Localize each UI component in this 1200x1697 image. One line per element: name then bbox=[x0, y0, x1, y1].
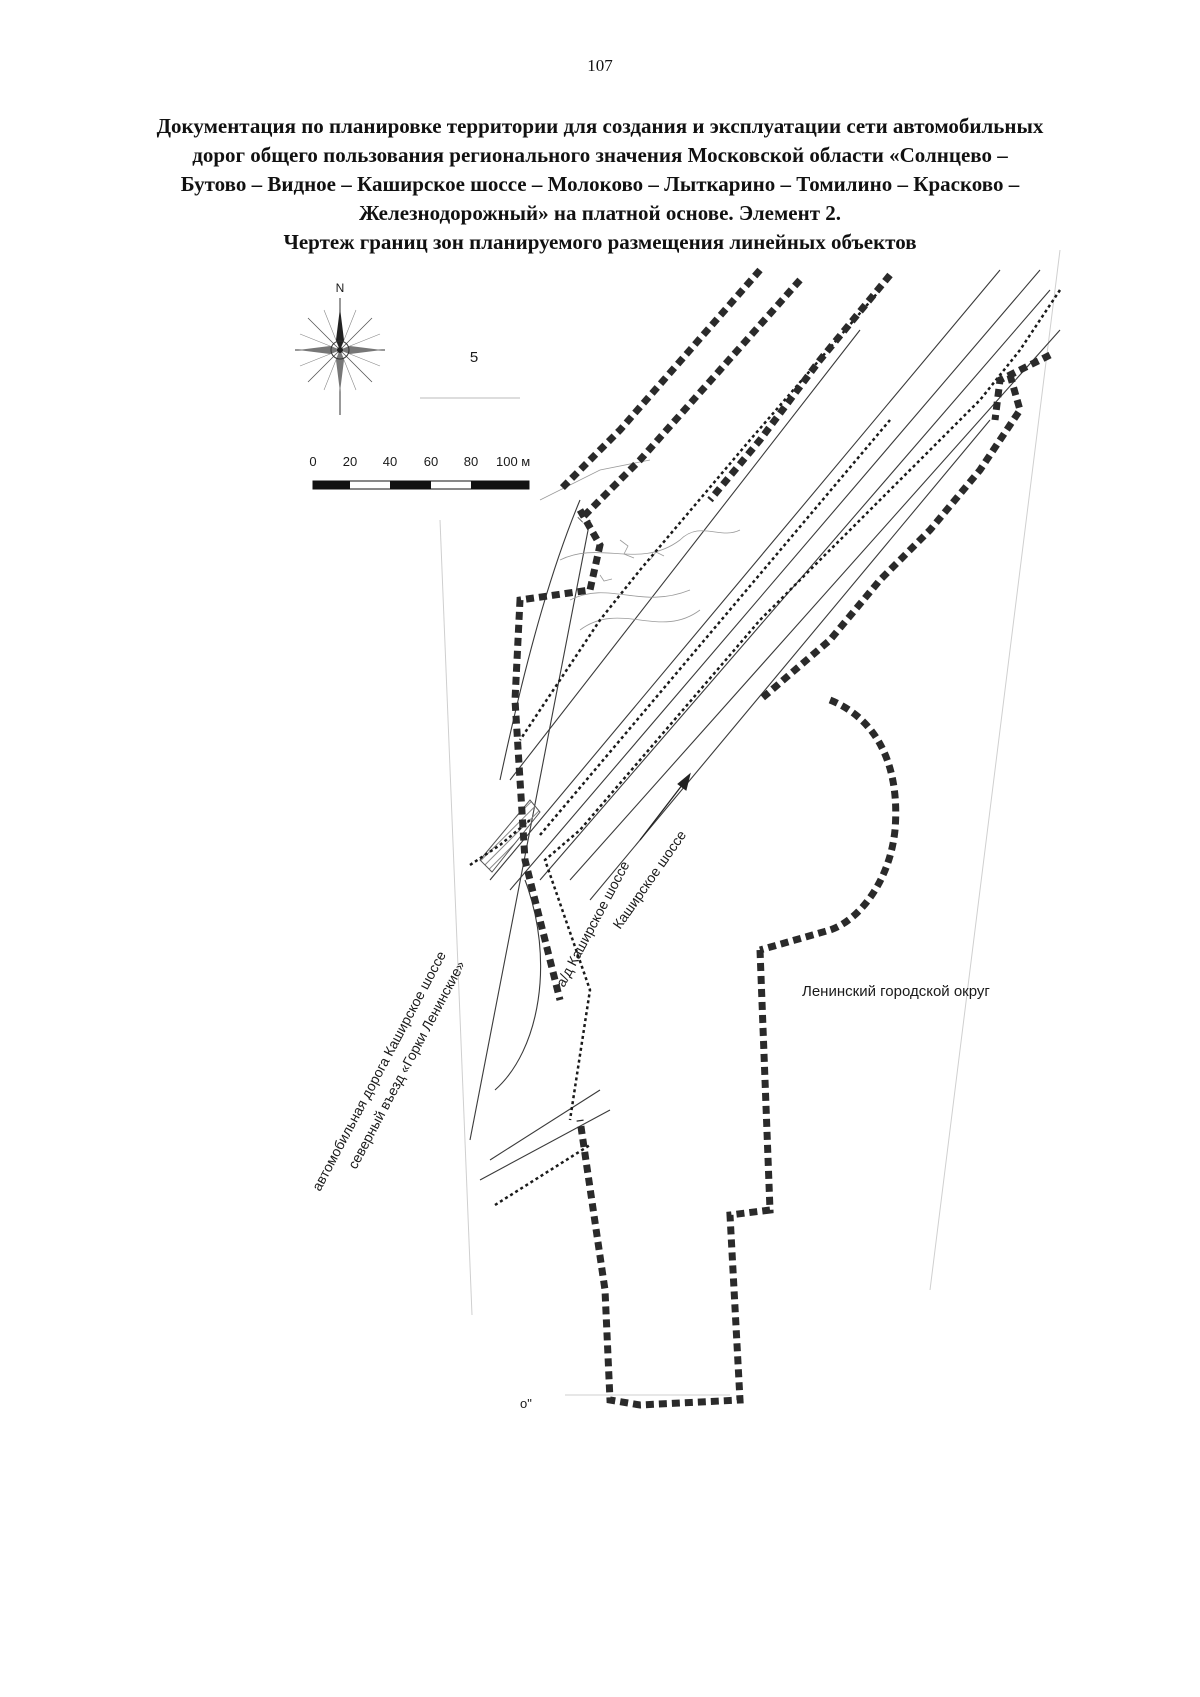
road-label-main: автомобильная дорога Каширское шоссе bbox=[309, 948, 450, 1193]
road-lines bbox=[469, 269, 1061, 1181]
sheet-number: 5 bbox=[470, 349, 478, 366]
scale-tick-60: 60 bbox=[424, 454, 438, 469]
zone-boundary-thick bbox=[511, 267, 1052, 1409]
scale-tick-80: 80 bbox=[464, 454, 478, 469]
north-label: N bbox=[336, 281, 345, 295]
compass-rose-icon bbox=[295, 298, 385, 415]
document-title: Документация по планировке территории дл… bbox=[100, 112, 1100, 257]
title-line-4: Железнодорожный» на платной основе. Элем… bbox=[358, 201, 842, 225]
zone-boundary-thin bbox=[469, 289, 1062, 1207]
title-line-1: Документация по планировке территории дл… bbox=[156, 114, 1044, 138]
scale-tick-20: 20 bbox=[343, 454, 357, 469]
map-fragment-label: о" bbox=[520, 1396, 532, 1411]
direction-arrow-icon bbox=[639, 772, 691, 841]
district-label: Ленинский городской округ bbox=[802, 983, 990, 1000]
title-line-3: Бутово – Видное – Каширское шоссе – Моло… bbox=[180, 172, 1020, 196]
title-line-5: Чертеж границ зон планируемого размещени… bbox=[283, 230, 917, 254]
road-label-exit: северный въезд «Горки Ленинские» bbox=[345, 958, 469, 1172]
scale-tick-100: 100 м bbox=[496, 454, 530, 469]
map-frame bbox=[439, 249, 1061, 1396]
scale-tick-40: 40 bbox=[383, 454, 397, 469]
scale-tick-0: 0 bbox=[309, 454, 316, 469]
scale-bar: 0 20 40 60 80 100 м bbox=[309, 454, 530, 490]
page-number: 107 bbox=[587, 56, 613, 75]
title-line-2: дорог общего пользования регионального з… bbox=[192, 143, 1008, 167]
